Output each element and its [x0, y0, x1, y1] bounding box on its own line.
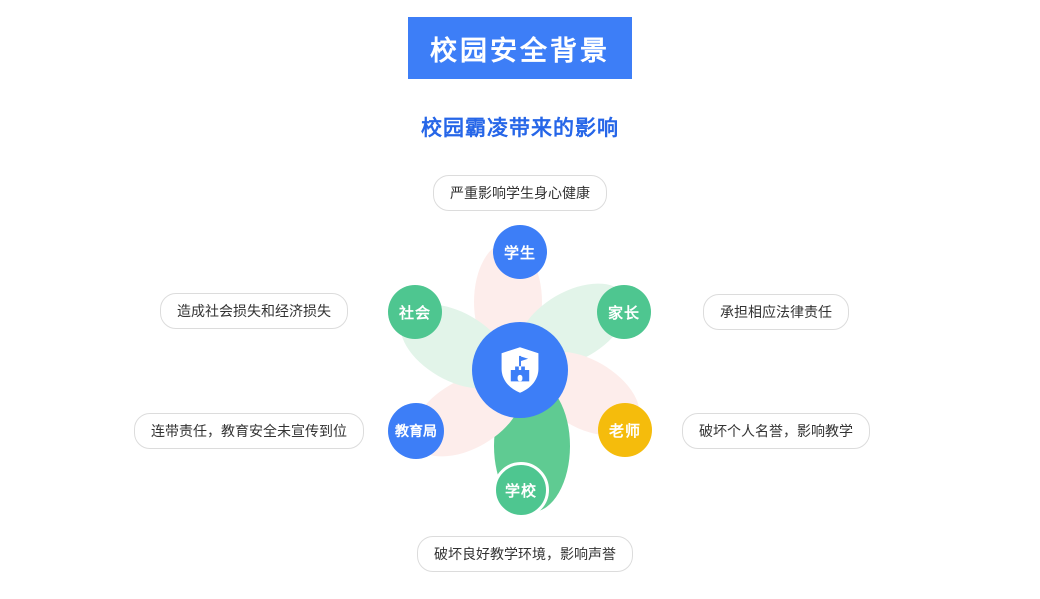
effect-box-school: 破坏良好教学环境，影响声誉: [417, 536, 633, 572]
effect-box-parents: 承担相应法律责任: [703, 294, 849, 330]
subtitle: 校园霸凌带来的影响: [421, 117, 619, 140]
effect-box-student: 严重影响学生身心健康: [433, 175, 607, 211]
page-title: 校园安全背景: [430, 35, 610, 66]
effect-box-education-bureau: 连带责任，教育安全未宣传到位: [134, 413, 364, 449]
shield-castle-icon: [501, 347, 539, 393]
node-student: 学生: [493, 225, 547, 279]
page-title-banner: 校园安全背景: [408, 17, 632, 79]
node-society: 社会: [388, 285, 442, 339]
node-teacher: 老师: [598, 403, 652, 457]
node-school: 学校: [493, 462, 549, 518]
shield-badge: [472, 322, 568, 418]
effect-box-society: 造成社会损失和经济损失: [160, 293, 348, 329]
effect-box-teacher: 破坏个人名誉，影响教学: [682, 413, 870, 449]
node-parents: 家长: [597, 285, 651, 339]
node-education-bureau: 教育局: [388, 403, 444, 459]
